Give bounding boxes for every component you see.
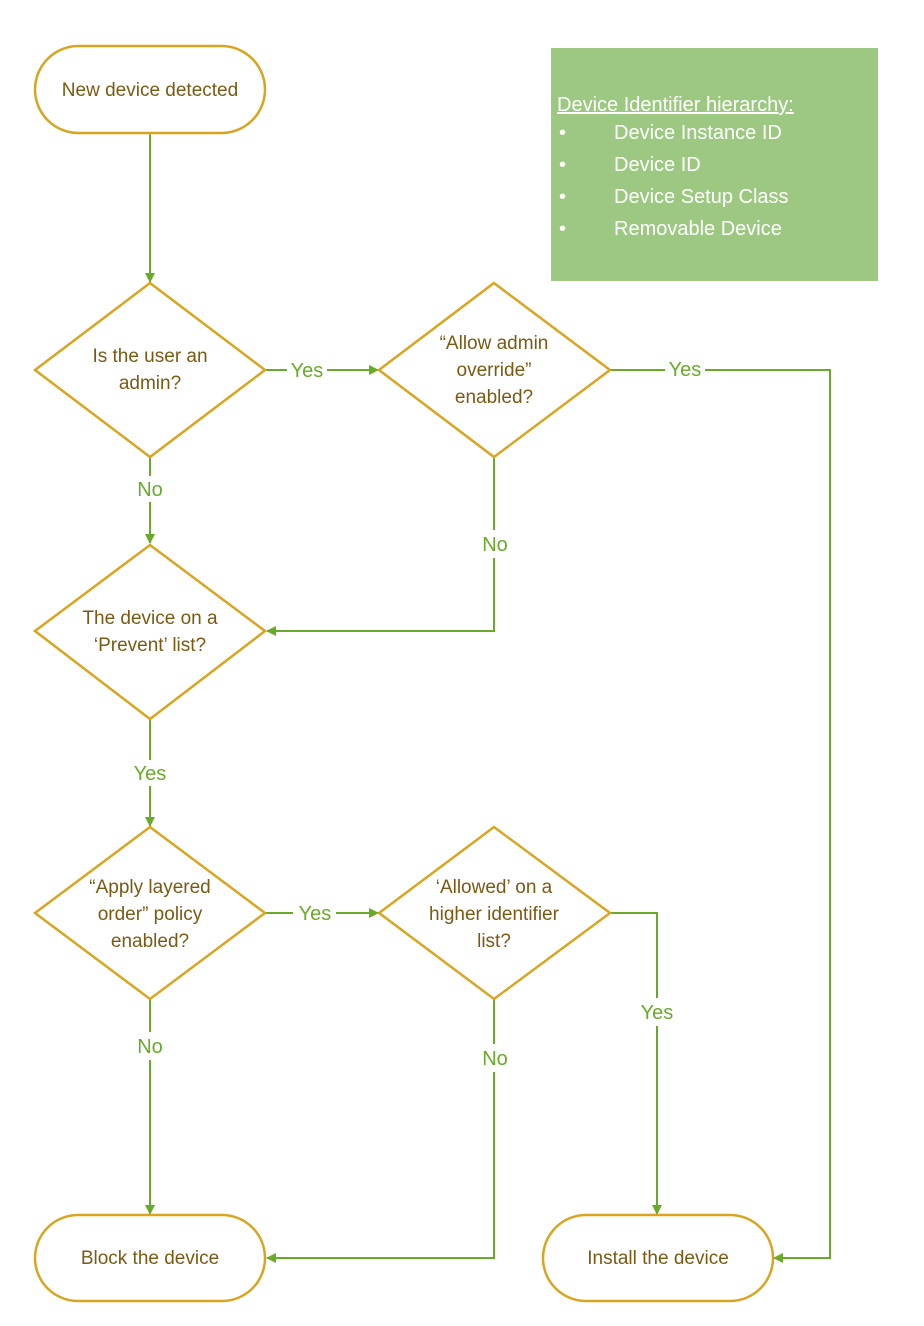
allow-override-label: enabled? bbox=[455, 387, 533, 408]
decision-is-admin bbox=[32, 281, 268, 459]
edge-labels: Yes Yes No No Yes Yes Yes No No bbox=[134, 359, 702, 1070]
layered-order-label: order” policy bbox=[98, 904, 203, 925]
edges bbox=[145, 133, 831, 1263]
edge-label-allowed-no: No bbox=[482, 1048, 508, 1070]
legend-item: Device Instance ID bbox=[614, 122, 782, 144]
block-label: Block the device bbox=[81, 1248, 219, 1269]
legend-item: Device Setup Class bbox=[614, 186, 789, 208]
legend-bullet: • bbox=[559, 122, 566, 144]
edge-override-no-to-prevent-2 bbox=[266, 558, 495, 636]
edge-label-override-no: No bbox=[482, 534, 508, 556]
legend-background bbox=[551, 48, 878, 281]
legend-box: Device Identifier hierarchy: • Device In… bbox=[551, 48, 878, 281]
decision-allow-override bbox=[376, 281, 613, 459]
layered-order-label: enabled? bbox=[111, 931, 189, 952]
decision-allowed-higher bbox=[376, 825, 613, 1001]
edge-label-layered-yes: Yes bbox=[299, 903, 332, 925]
layered-order-label: “Apply layered bbox=[89, 877, 210, 898]
legend-item: Removable Device bbox=[614, 218, 782, 240]
legend-item: Device ID bbox=[614, 154, 701, 176]
start-label: New device detected bbox=[62, 80, 238, 101]
edge-override-yes-to-install-2 bbox=[705, 369, 831, 1263]
node-labels: New device detected Is the user an admin… bbox=[62, 80, 729, 1269]
edge-label-admin-no: No bbox=[137, 479, 163, 501]
legend-bullet: • bbox=[559, 218, 566, 240]
allow-override-label: “Allow admin bbox=[440, 333, 549, 354]
edge-label-prevent-yes: Yes bbox=[134, 763, 167, 785]
edge-allowed-yes-to-install bbox=[610, 912, 658, 998]
install-terminator bbox=[541, 1213, 775, 1303]
allowed-higher-label: higher identifier bbox=[429, 904, 560, 925]
start-terminator bbox=[33, 44, 267, 135]
block-terminator bbox=[33, 1213, 267, 1303]
edge-label-admin-yes: Yes bbox=[291, 360, 324, 382]
decision-layered-order bbox=[32, 825, 268, 1001]
edge-label-override-yes: Yes bbox=[669, 359, 702, 381]
is-admin-label: Is the user an bbox=[92, 346, 207, 367]
legend-title: Device Identifier hierarchy: bbox=[557, 94, 794, 116]
install-label: Install the device bbox=[587, 1248, 729, 1269]
allowed-higher-label: ‘Allowed’ on a bbox=[436, 877, 553, 898]
legend-bullet: • bbox=[559, 154, 566, 176]
edge-label-allowed-yes: Yes bbox=[641, 1002, 674, 1024]
legend-bullet: • bbox=[559, 186, 566, 208]
edge-allowed-no-to-block-2 bbox=[266, 1072, 495, 1263]
prevent-list-label: ‘Prevent’ list? bbox=[94, 635, 206, 656]
edge-label-layered-no: No bbox=[137, 1036, 163, 1058]
prevent-list-label: The device on a bbox=[82, 608, 218, 629]
allow-override-label: override” bbox=[457, 360, 532, 381]
allowed-higher-label: list? bbox=[477, 931, 511, 952]
nodes bbox=[32, 44, 775, 1303]
decision-prevent-list bbox=[32, 543, 268, 721]
is-admin-label: admin? bbox=[119, 373, 181, 394]
